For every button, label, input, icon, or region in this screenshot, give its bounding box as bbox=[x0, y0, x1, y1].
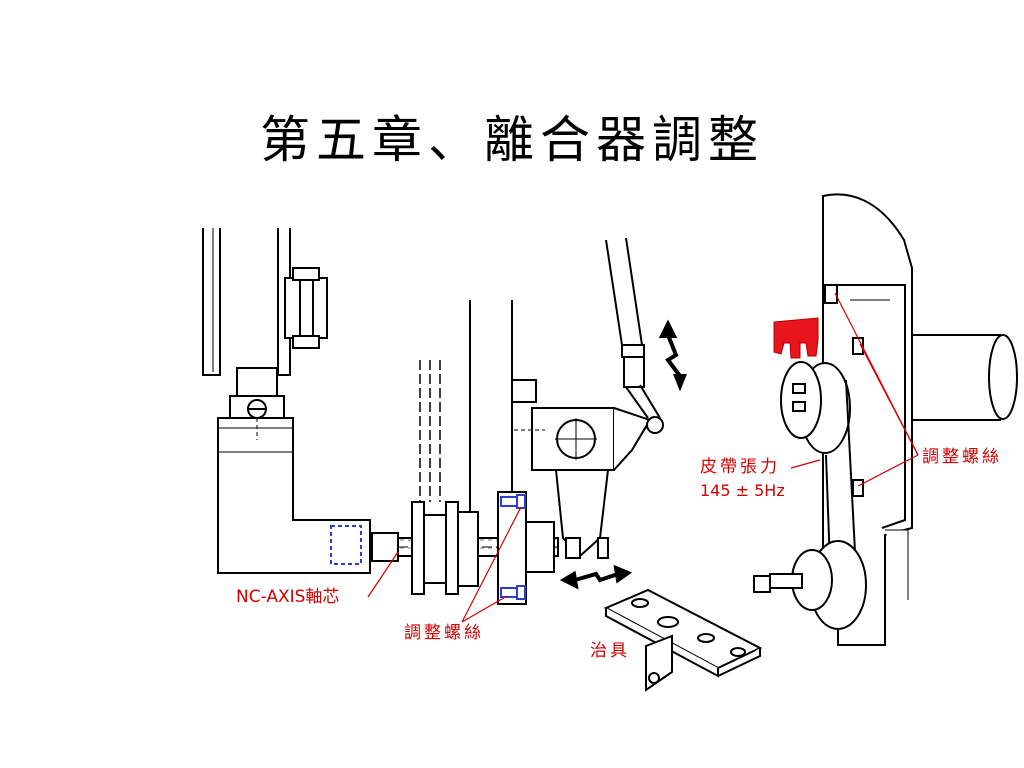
middle-assembly bbox=[371, 237, 664, 605]
adjust-screw-blue-top bbox=[500, 494, 526, 509]
axis-core-outline bbox=[330, 525, 362, 565]
adjust-screw-blue-bottom bbox=[500, 585, 526, 600]
adjust-lever-red bbox=[773, 317, 819, 359]
fixture-label: 治具 bbox=[590, 641, 630, 661]
belt-tension-label: 皮帶張力 bbox=[700, 457, 780, 477]
right-assembly bbox=[753, 193, 1018, 646]
vertical-motion-arrow bbox=[658, 319, 687, 392]
fixture-part bbox=[603, 588, 763, 692]
horizontal-motion-arrow bbox=[559, 564, 633, 590]
nc-axis-label: NC-AXIS軸芯 bbox=[236, 587, 339, 607]
leader-lines bbox=[367, 292, 919, 623]
page-title: 第五章、離合器調整 bbox=[260, 111, 764, 169]
adjust-screw-label-left: 調整螺絲 bbox=[404, 623, 484, 643]
adjust-screw-label-right: 調整螺絲 bbox=[922, 447, 1002, 467]
left-assembly bbox=[202, 228, 371, 574]
belt-frequency-label: 145 ± 5Hz bbox=[700, 481, 785, 500]
